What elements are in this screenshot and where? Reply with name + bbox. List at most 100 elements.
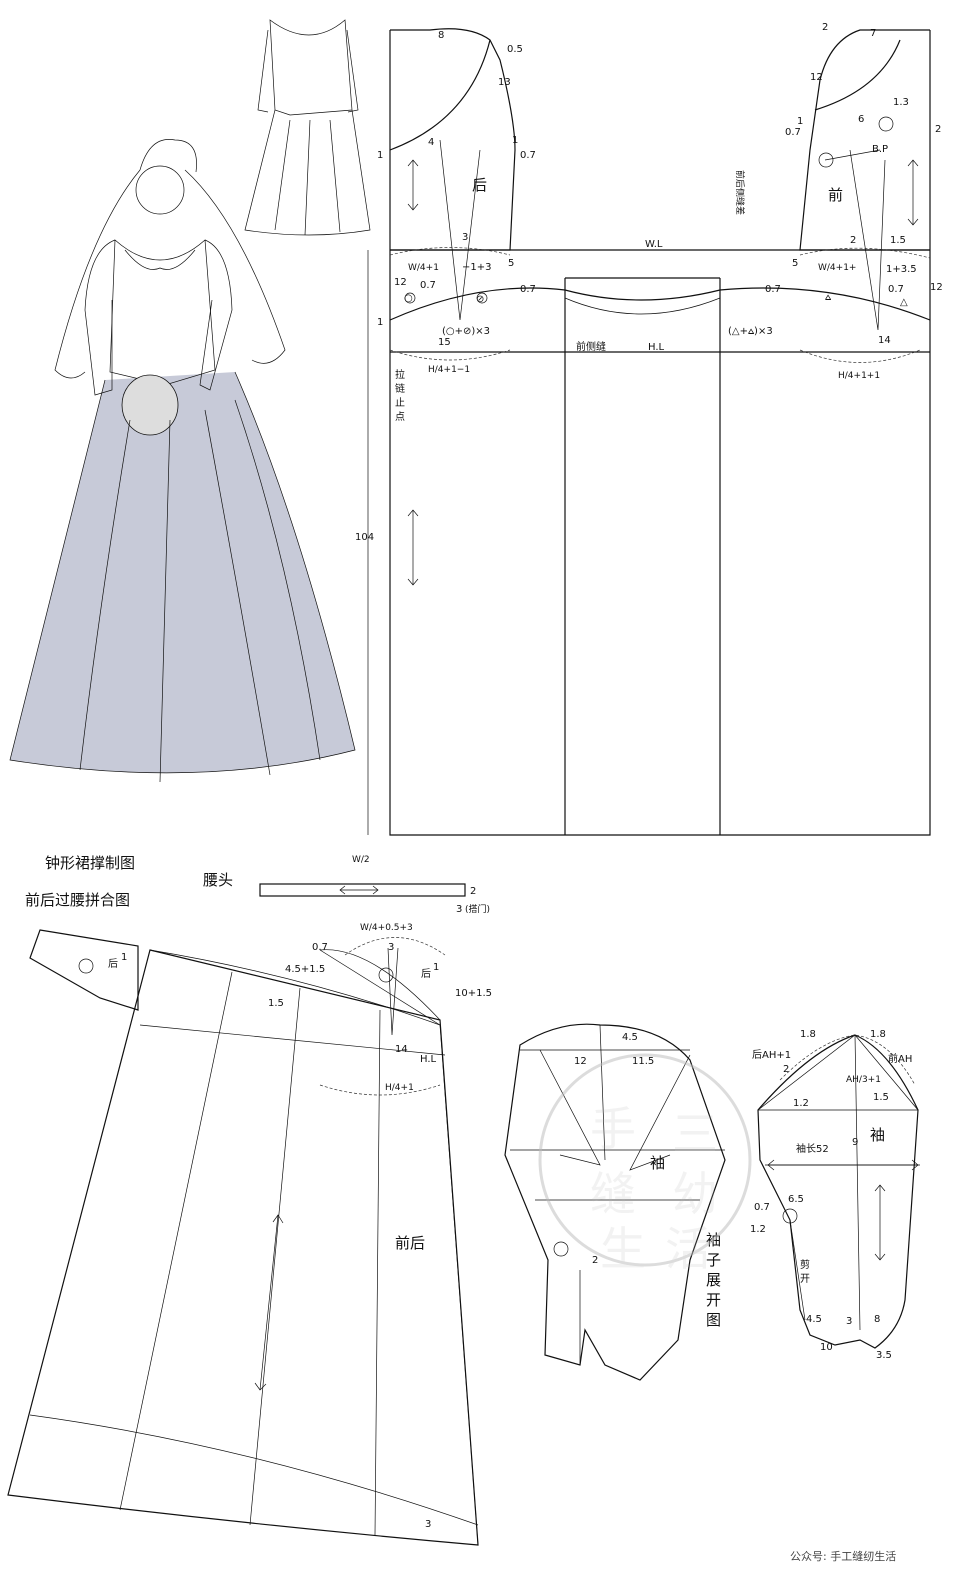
sleeve-label: 袖 (650, 1154, 665, 1172)
num-label: 9 (852, 1137, 858, 1148)
num-label: 0.7 (888, 284, 904, 295)
watermark-char: 手 (590, 1102, 636, 1156)
back-label: 后 (472, 176, 487, 194)
num-label: 1.5 (268, 998, 284, 1009)
num-label: 2 (783, 1064, 789, 1075)
num-label: 5 (508, 258, 514, 269)
num-label: 1 (377, 317, 383, 328)
skirt-folds (79, 399, 321, 783)
circle-button-icon (378, 967, 394, 983)
num-label: 4.5 (622, 1032, 638, 1043)
num-label: 3.5 (876, 1350, 892, 1361)
neckline (124, 249, 196, 270)
triangle-symbol: △ (900, 297, 908, 308)
num-label: 8 (874, 1314, 880, 1325)
back-small-label: 后 (108, 958, 118, 970)
dress-skirt-shade (10, 372, 355, 773)
formula-back-add: −1+3 (462, 262, 491, 273)
circle-button-icon (782, 1208, 798, 1224)
front-back-label: 前后 (395, 1234, 425, 1252)
bodice-labels: 后 前 W.L H.L 前侧缝 B.P 拉 链 止 点 前后侧缝差 W/4+1 … (355, 22, 943, 543)
num-label: 12 (930, 282, 943, 293)
formula-back-hip: H/4+1−1 (428, 365, 470, 375)
num-label: 1.8 (870, 1029, 886, 1040)
watermark-char: 幼 (672, 1167, 718, 1221)
num-label: 0.7 (785, 127, 801, 138)
hip-line-label: H.L (420, 1054, 437, 1065)
num-label: 7 (870, 28, 876, 39)
watermark-char: 缝 (590, 1167, 636, 1221)
waistband-label: 腰头 (203, 871, 233, 889)
double-arrow-icon (407, 509, 419, 586)
num-label: 1.5 (890, 235, 906, 246)
triangle-slash-symbol: ⩟ (825, 292, 831, 303)
front-ah-label: 前AH (888, 1052, 912, 1065)
sleeve-length-label: 袖长52 (796, 1142, 829, 1155)
skirt-title-2: 前后过腰拼合图 (25, 891, 130, 909)
sleeve-expand-2: 子 (706, 1251, 721, 1269)
waistband-strip (259, 883, 466, 897)
watermark-seal: 手 三 缝 幼 生 活 (538, 1053, 752, 1276)
num-label: 10 (820, 1342, 833, 1353)
waistband-formula: W/2 (352, 855, 370, 865)
num-label: 1.2 (793, 1098, 809, 1109)
back-ah-label: 后AH+1 (752, 1049, 791, 1061)
num-label: 1.3 (893, 97, 909, 108)
num-label: 1 (512, 135, 518, 146)
double-arrow-icon (407, 159, 419, 211)
formula-hip: H/4+1 (385, 1083, 414, 1093)
cut-open-1: 剪 (800, 1258, 810, 1271)
num-label: 3 (456, 904, 462, 915)
bodice-outline (109, 239, 216, 386)
circle-button-icon (78, 958, 94, 974)
num-label: 4.5 (806, 1314, 822, 1325)
sleeve-draft: 1.8 1.8 后AH+1 前AH AH/3+1 2 1.2 1.5 袖 9 袖… (750, 1029, 920, 1361)
front-label: 前 (828, 186, 843, 204)
zipper-stop-3: 止 (395, 397, 405, 409)
num-label: 1.8 (800, 1029, 816, 1040)
num-label: 1 (377, 150, 383, 161)
formula-front-waist: W/4+1+ (818, 263, 856, 273)
num-label: 1 (121, 952, 127, 963)
num-label: 0.7 (420, 280, 436, 291)
num-label: 1.5 (873, 1092, 889, 1103)
watermark-char: 活 (665, 1222, 711, 1276)
num-label: 14 (878, 335, 891, 346)
num-label: 0.7 (312, 942, 328, 953)
num-label: 2 (822, 22, 828, 33)
circle-button-icon (553, 1241, 569, 1257)
right-sleeve (199, 239, 233, 391)
double-arrow-icon (874, 1184, 886, 1261)
num-label: 14 (395, 1044, 408, 1055)
left-sleeve (84, 239, 116, 396)
num-label: 1 (797, 116, 803, 127)
side-seam-diff-label: 前后侧缝差 (734, 170, 746, 215)
waistband-overlap: (搭门) (465, 903, 490, 915)
formula-front-add: 1+3.5 (886, 264, 917, 275)
num-label: 6 (858, 114, 864, 125)
formula-front-hip: H/4+1+1 (838, 371, 880, 381)
double-arrow-icon (907, 159, 919, 226)
num-label: 3 (462, 232, 468, 243)
watermark-char: 生 (600, 1222, 646, 1276)
num-label: 3 (388, 942, 394, 953)
num-label: 2 (470, 886, 476, 897)
front-side-seam-label: 前侧缝 (576, 340, 606, 353)
num-label: 11.5 (632, 1056, 654, 1067)
formula-ah: AH/3+1 (846, 1075, 881, 1085)
dress-skirt-outline (9, 371, 356, 774)
veil (54, 169, 286, 379)
num-label: 2 (935, 124, 941, 135)
num-label: 0.7 (520, 284, 536, 295)
hip-line-label: H.L (648, 342, 665, 353)
num-label: 15 (438, 337, 451, 348)
zipper-stop-1: 拉 (395, 368, 405, 381)
double-arrow-icon (767, 1159, 919, 1171)
double-arrow-icon (339, 885, 379, 895)
formula-back-waist: W/4+1 (408, 263, 439, 273)
num-label: 12 (574, 1056, 587, 1067)
num-label: 4 (428, 137, 434, 148)
num-label: 13 (498, 77, 511, 88)
num-label: 0.7 (520, 150, 536, 161)
